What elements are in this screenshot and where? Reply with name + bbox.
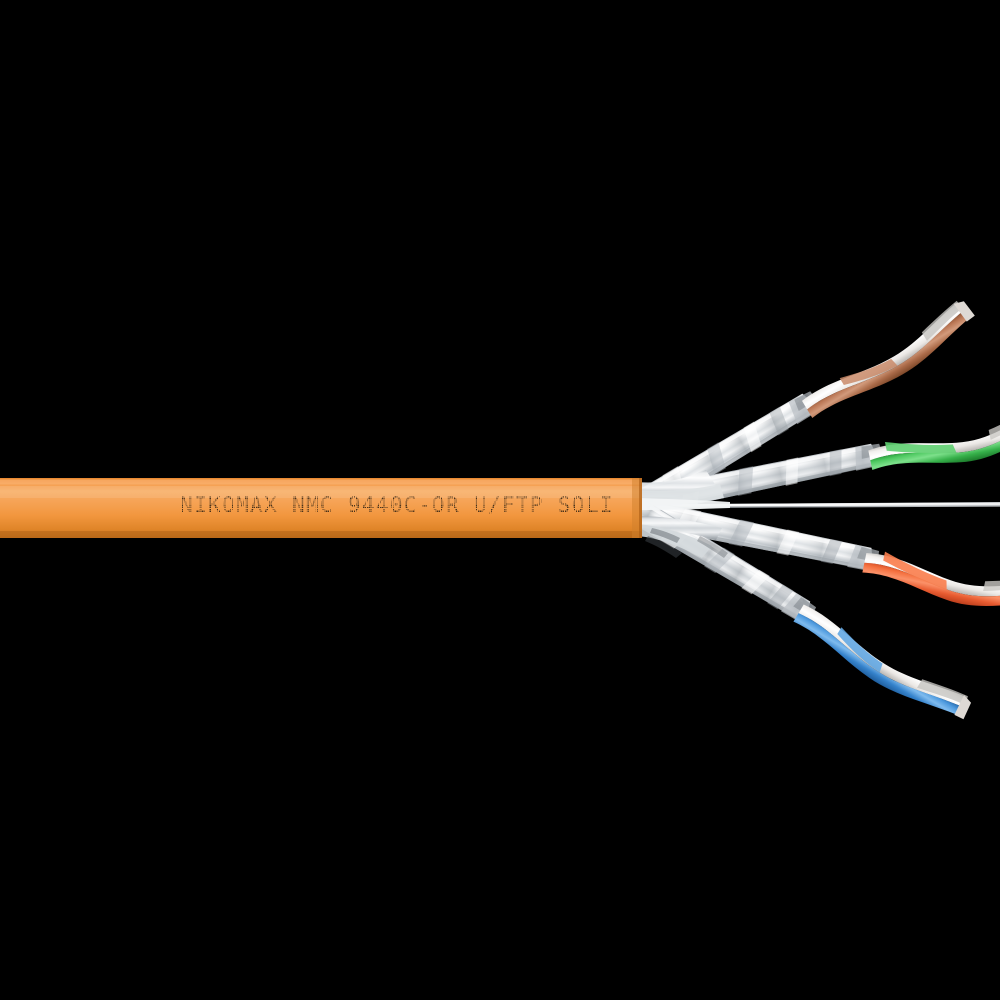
outer-jacket bbox=[0, 478, 642, 538]
pair-orange-conductors bbox=[862, 551, 1000, 607]
drain-wire bbox=[644, 502, 1000, 509]
pair-blue-conductors bbox=[793, 604, 972, 720]
pair-brown-conductors bbox=[802, 300, 975, 418]
shield-bundle-mouth bbox=[636, 470, 730, 558]
pair-brown bbox=[626, 300, 975, 521]
